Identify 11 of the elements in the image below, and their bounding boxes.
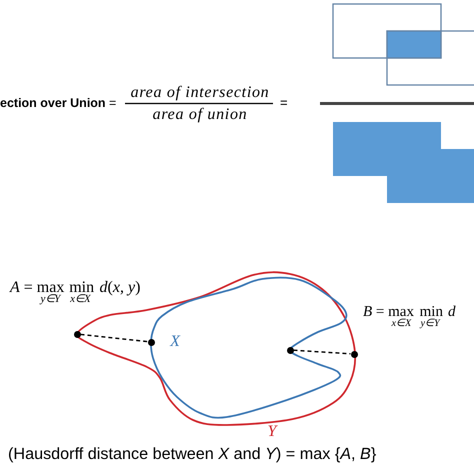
curve-label: Y <box>268 424 276 440</box>
denominator-text: area of union <box>152 106 248 124</box>
formula-text: (Hausdorff distance between X and Y) = max {A, B} <box>8 445 376 464</box>
point-dot <box>350 350 358 358</box>
point-dot <box>286 346 294 354</box>
equals-sign: = <box>280 96 288 111</box>
numerator-text: area of intersection <box>130 84 270 102</box>
point-dot <box>74 330 80 338</box>
equation-text: ection over Union = <box>0 96 116 110</box>
curve-label: X <box>170 334 180 350</box>
point-dot <box>148 338 154 346</box>
